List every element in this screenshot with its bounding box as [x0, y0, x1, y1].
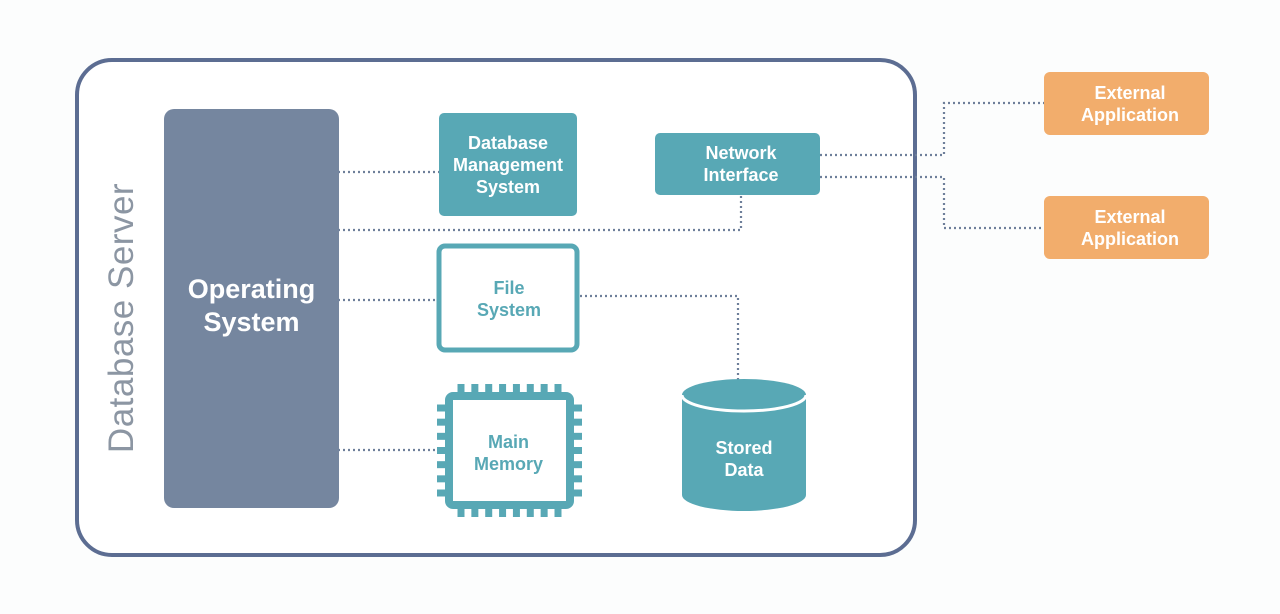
operating-system-label: Operating System — [164, 270, 339, 342]
chip-pin-top — [499, 384, 507, 396]
connector-network-external-1 — [820, 101, 1044, 157]
chip-pin-top — [540, 384, 548, 396]
file-system-line-1: File — [493, 278, 525, 298]
dbms-block — [439, 113, 577, 216]
dbms-line-1: Database — [467, 132, 549, 153]
main-memory-label: Main Memory — [449, 398, 568, 507]
file-system-line-2: System — [476, 300, 542, 320]
network-line-2: Interface — [703, 165, 779, 185]
chip-pin-bottom — [512, 505, 520, 517]
external-application-label-1: External Application — [1044, 72, 1216, 135]
operating-system-block — [164, 109, 339, 508]
external-app-2-line-1: External — [1094, 206, 1166, 227]
connector-network-external-2 — [820, 175, 1044, 230]
chip-pin-bottom — [457, 505, 465, 517]
database-server-label: Database Server — [102, 182, 141, 454]
chip-pin-left — [437, 404, 449, 412]
external-app-2-line-2: Application — [1081, 228, 1179, 249]
external-application-block-2 — [1044, 196, 1209, 259]
dbms-label: Database Management System — [439, 113, 577, 216]
chip-pin-left — [437, 475, 449, 483]
network-interface-block — [655, 133, 820, 195]
chip-pin-top — [554, 384, 562, 396]
chip-pin-bottom — [554, 505, 562, 517]
chip-pin-left — [437, 461, 449, 469]
connectors — [338, 101, 1044, 452]
operating-system-line-1: Operating — [187, 274, 316, 304]
chip-pin-top — [485, 384, 493, 396]
chip-pin-right — [570, 418, 582, 426]
chip-pin-right — [570, 432, 582, 440]
dbms-line-2: Management — [452, 154, 564, 175]
stored-data-label: Stored Data — [682, 426, 806, 492]
chip-pin-bottom — [485, 505, 493, 517]
dbms-line-3: System — [475, 176, 541, 197]
memory-chip-icon — [437, 384, 582, 517]
file-system-block — [436, 243, 580, 353]
stored-data-line-1: Stored — [715, 438, 773, 458]
network-line-1: Network — [705, 143, 777, 163]
chip-pin-bottom — [526, 505, 534, 517]
chip-pin-right — [570, 475, 582, 483]
external-application-block-1 — [1044, 72, 1209, 135]
file-system-label: File System — [439, 246, 579, 352]
chip-pin-left — [437, 418, 449, 426]
chip-pin-top — [526, 384, 534, 396]
stored-data-line-2: Data — [724, 460, 764, 480]
chip-pin-bottom — [540, 505, 548, 517]
chip-pin-top — [471, 384, 479, 396]
chip-pin-bottom — [471, 505, 479, 517]
external-application-label-2: External Application — [1044, 196, 1216, 259]
chip-pin-left — [437, 489, 449, 497]
main-memory-line-1: Main — [487, 431, 529, 452]
connector-os-network — [338, 195, 743, 232]
chip-pin-right — [570, 404, 582, 412]
operating-system-line-2: System — [203, 307, 300, 337]
main-memory-line-2: Memory — [473, 453, 544, 474]
chip-pin-top — [457, 384, 465, 396]
network-interface-label: Network Interface — [655, 133, 827, 195]
chip-pin-right — [570, 447, 582, 454]
chip-pin-left — [437, 432, 449, 440]
chip-pin-left — [437, 447, 449, 454]
chip-pin-right — [570, 489, 582, 497]
chip-pin-top — [512, 384, 520, 396]
external-app-1-line-2: Application — [1081, 104, 1179, 125]
chip-pin-bottom — [499, 505, 507, 517]
external-app-1-line-1: External — [1094, 82, 1166, 103]
chip-pin-right — [570, 461, 582, 469]
database-cylinder-icon — [680, 379, 808, 511]
